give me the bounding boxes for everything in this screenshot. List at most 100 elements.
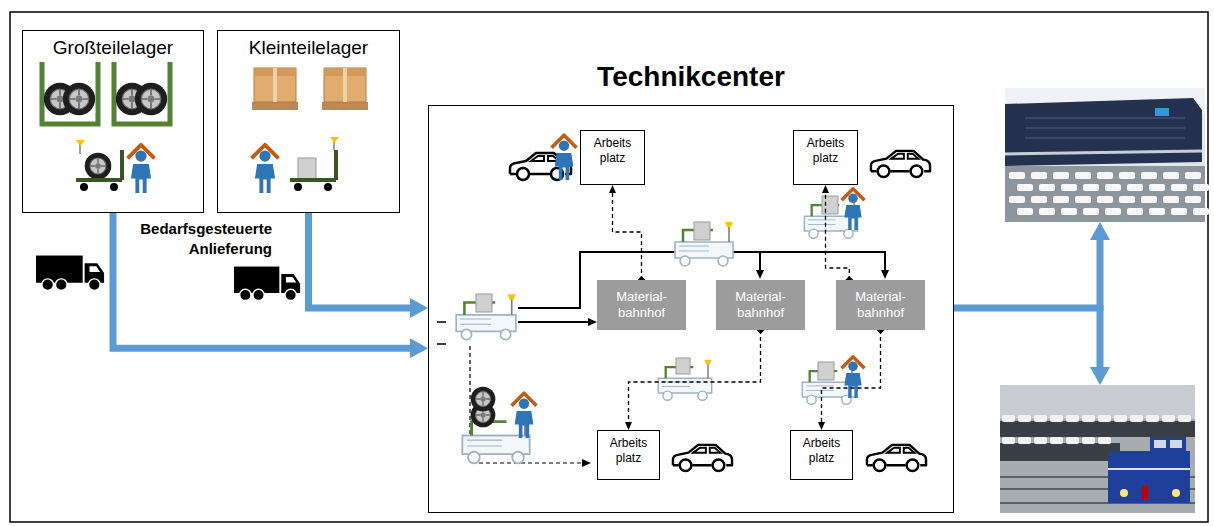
storage-box: Kleinteilelager: [217, 30, 400, 213]
parcel-icon: [252, 68, 298, 110]
train-photo: [1120, 489, 1128, 497]
car-row: [1185, 196, 1201, 203]
picking-cart: [294, 183, 302, 191]
workstation-box: Arbeits platz: [793, 130, 858, 185]
load-box: [476, 294, 492, 312]
car-row: [1146, 415, 1159, 422]
picking-cart: [85, 153, 112, 180]
train-photo: [1000, 385, 1195, 419]
car-row: [1149, 208, 1165, 215]
car-row: [1171, 184, 1187, 191]
load-box: [676, 358, 690, 374]
agv-icon: [675, 222, 733, 266]
car-row: [1141, 196, 1157, 203]
train-photo: [1000, 385, 1195, 513]
car-row: [1083, 208, 1099, 215]
parcel-icon: [322, 68, 368, 110]
ship-photo: [1005, 88, 1205, 222]
car-row: [1075, 172, 1091, 179]
car-row: [1017, 208, 1033, 215]
car-row: [1097, 172, 1113, 179]
car-row: [1066, 415, 1079, 422]
worker-icon: [841, 357, 864, 398]
load-box: [822, 196, 838, 214]
tire-rack: [135, 83, 167, 115]
car-row: [1098, 437, 1111, 444]
dashed-arrow: [822, 330, 881, 422]
car-row: [1034, 415, 1047, 422]
tire-icon: [471, 387, 496, 412]
car-row: [1002, 415, 1015, 422]
node-label: Arbeits platz: [797, 136, 854, 166]
tire-rack: [114, 62, 170, 124]
car-row: [1050, 415, 1063, 422]
car-row: [1162, 415, 1175, 422]
car-row: [1105, 208, 1121, 215]
worker-icon: [128, 145, 155, 193]
car-row: [1130, 415, 1143, 422]
node-label: Kleinteilelager: [218, 37, 399, 60]
car-row: [1171, 208, 1187, 215]
entry-dashes: [437, 322, 446, 344]
dashed-arrow: [613, 193, 642, 280]
car-row: [1193, 208, 1209, 215]
transport-line: [518, 252, 885, 308]
car-row: [1061, 184, 1077, 191]
train-photo: [1000, 443, 1120, 461]
node-label: Material- bahnhof: [720, 289, 801, 322]
node-label: Arbeits platz: [794, 436, 849, 466]
car-row: [1017, 184, 1033, 191]
train-photo: [1142, 485, 1148, 499]
flow-label: Bedarfsgesteuerte Anlieferung: [120, 219, 272, 260]
car-row: [1018, 415, 1031, 422]
car-row: [1039, 208, 1055, 215]
car-row: [1009, 172, 1209, 215]
car-row: [1119, 196, 1135, 203]
picking-cart: [76, 150, 122, 180]
node-label: Material- bahnhof: [840, 289, 921, 322]
material-station-box: Material- bahnhof: [716, 280, 805, 330]
car-row: [1082, 437, 1095, 444]
node-label: Technikcenter: [429, 60, 953, 94]
tire-rack: [42, 62, 98, 124]
train-photo: [1172, 489, 1180, 497]
picking-cart: [324, 183, 332, 191]
delivery-arrow: [113, 213, 410, 348]
car-row: [1105, 184, 1121, 191]
tire-rack: [114, 62, 170, 124]
truck-icon: [234, 267, 300, 301]
train-photo: [1170, 440, 1182, 448]
worker-icon: [841, 189, 864, 230]
outbound-arrow: [954, 240, 1103, 367]
car-row: [1031, 196, 1047, 203]
node-label: Arbeits platz: [584, 136, 641, 166]
storage-box: Großteilelager: [22, 30, 204, 213]
transport-line: [518, 321, 588, 323]
car-row: [1178, 415, 1191, 422]
picking-cart: [80, 183, 88, 191]
center-box: TechnikcenterArbeits platzArbeits platzM…: [428, 105, 954, 513]
ship-photo: [1005, 166, 1205, 222]
outbound-arrow: [1097, 305, 1104, 367]
truck-icon: [36, 256, 104, 291]
car-row: [1009, 196, 1025, 203]
train-photo: [1000, 421, 1195, 437]
car-row: [1031, 172, 1047, 179]
train-photo: [1154, 440, 1166, 448]
entry-dashes: [437, 322, 446, 344]
picking-cart: [330, 137, 339, 143]
picking-cart: [76, 140, 85, 146]
ship-photo: [1025, 118, 1185, 138]
outbound-arrow: [954, 305, 1103, 312]
agv-icon: [456, 294, 516, 339]
car-row: [1018, 437, 1031, 444]
car-icon: [673, 445, 732, 471]
workstation-box: Arbeits platz: [580, 130, 645, 185]
workstation-box: Arbeits platz: [790, 430, 853, 480]
worker-icon: [552, 135, 577, 180]
car-row: [1098, 415, 1111, 422]
train-photo: [1108, 468, 1190, 470]
node-label: Arbeits platz: [601, 436, 656, 466]
dashed-arrow: [629, 330, 761, 422]
